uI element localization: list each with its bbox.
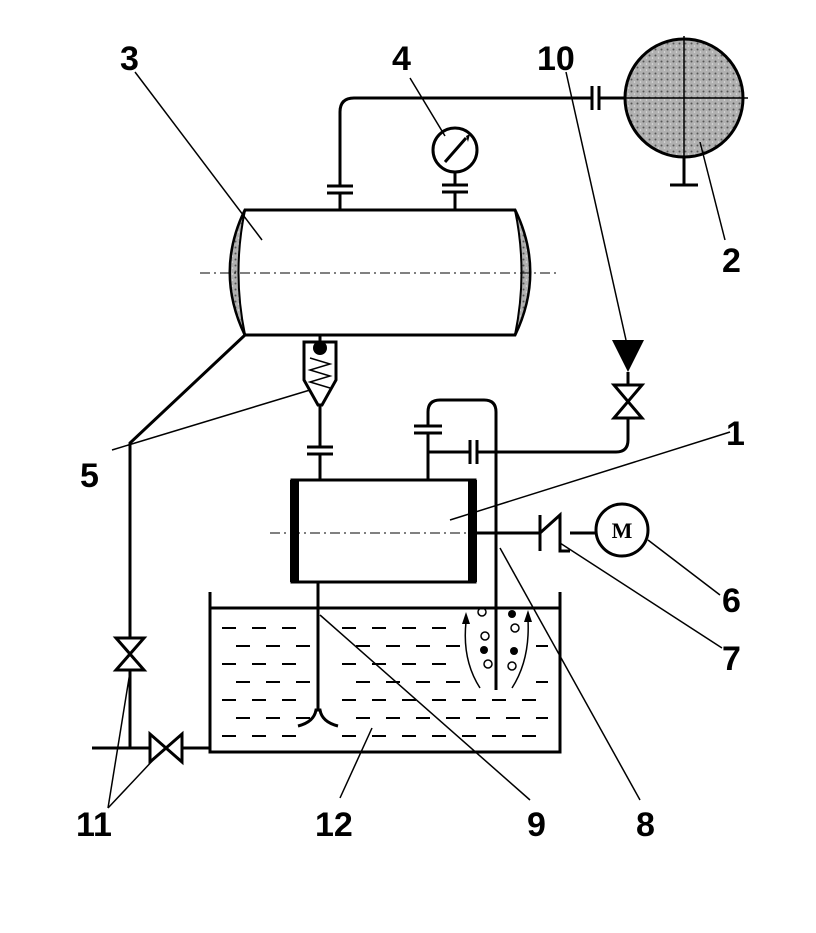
pump-body: [270, 478, 490, 584]
flow-arrows: [462, 610, 532, 689]
label-9: 9: [527, 806, 546, 844]
consumer-sphere: [620, 36, 748, 187]
number-labels: 3 4 10 2 1 5 6 7 8 9 12 11: [76, 40, 745, 844]
drain-valve-horizontal: [148, 730, 184, 766]
drain-valve-vertical: [112, 636, 148, 672]
water-surface-hatch: [222, 627, 548, 737]
drive-train: [477, 511, 596, 553]
pressure-gauge: [431, 126, 479, 210]
label-3: 3: [120, 40, 139, 78]
motor: M: [594, 502, 650, 558]
label-12: 12: [315, 806, 353, 844]
air-bubbles: [477, 607, 520, 671]
check-valve-10: [610, 340, 646, 420]
label-7: 7: [722, 640, 741, 678]
label-10: 10: [537, 40, 575, 78]
motor-symbol: M: [612, 518, 633, 543]
label-2: 2: [722, 242, 741, 280]
label-5: 5: [80, 457, 99, 495]
pump-discharge-line: [414, 398, 630, 690]
water-tank: [208, 592, 562, 754]
label-8: 8: [636, 806, 655, 844]
drain-line: [92, 333, 247, 750]
label-11: 11: [76, 806, 112, 844]
label-1: 1: [726, 415, 745, 453]
label-6: 6: [722, 582, 741, 620]
suction-pipe: [297, 582, 339, 728]
label-4: 4: [392, 40, 411, 78]
safety-valve: [302, 335, 338, 480]
leader-lines: [107, 71, 731, 809]
